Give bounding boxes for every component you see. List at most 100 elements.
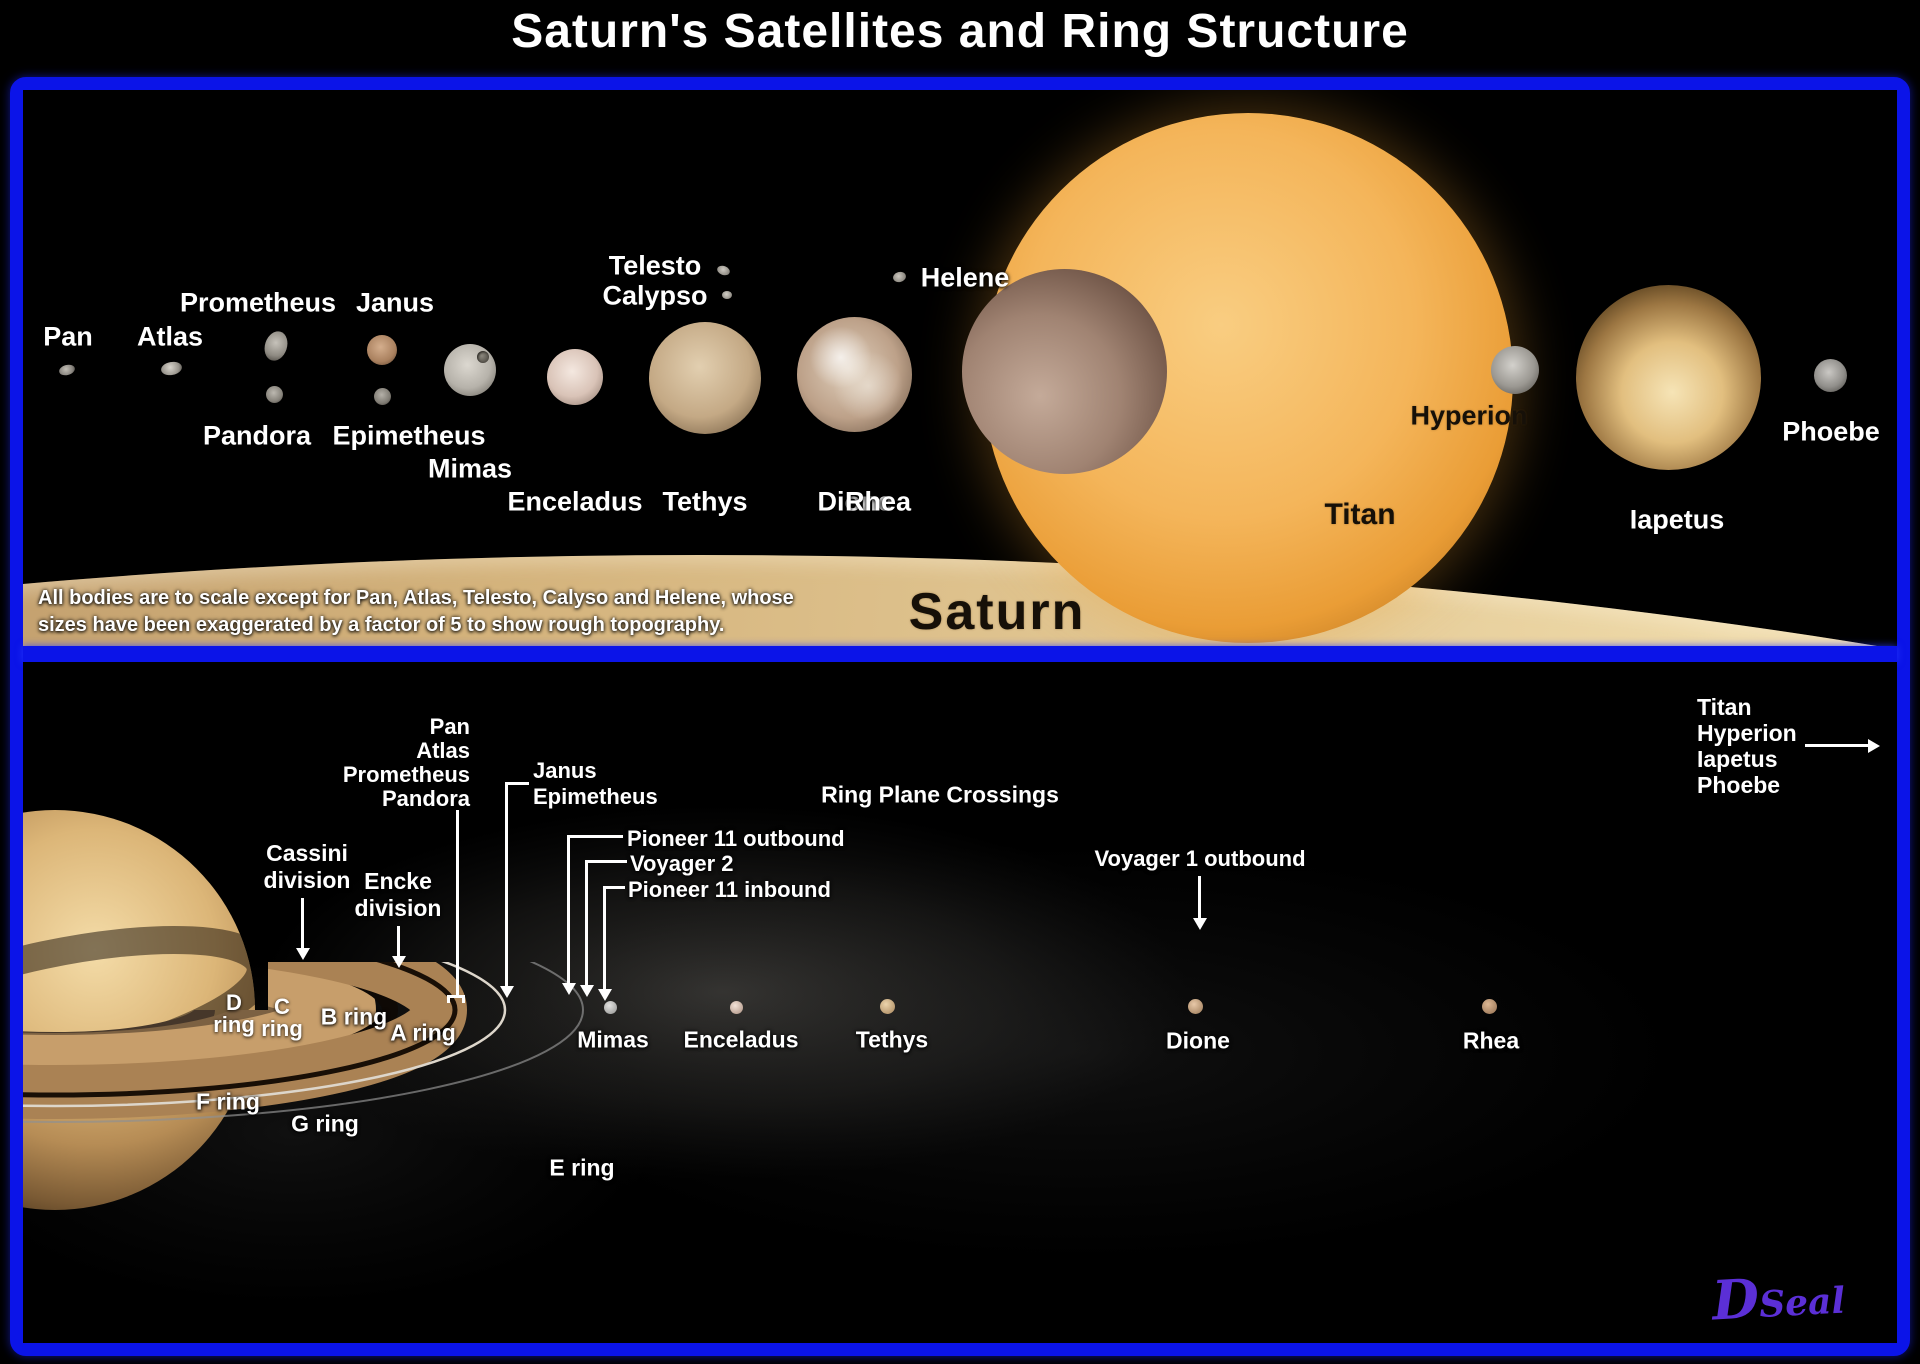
- voyager2-label: Voyager 2: [630, 851, 734, 876]
- marker-rhea-label: Rhea: [1462, 1027, 1520, 1054]
- label-line: Encke: [364, 868, 432, 894]
- label-prometheus: Prometheus: [179, 287, 337, 318]
- pioneer11-inbound-label: Pioneer 11 inbound: [628, 877, 831, 902]
- label-line: division: [354, 895, 442, 921]
- label-line: ring: [261, 1016, 303, 1041]
- moon-telesto: [715, 264, 732, 277]
- inner-moons-pointer-bracket: [447, 995, 465, 1003]
- mimas-crater-herschel: [477, 351, 489, 363]
- moon-pandora: [266, 386, 283, 403]
- stack-line: Titan: [1697, 694, 1752, 720]
- voyager2-line: [585, 860, 588, 987]
- label-atlas: Atlas: [136, 321, 204, 352]
- moon-hyperion: [1491, 346, 1539, 394]
- marker-dione: [1188, 999, 1203, 1014]
- label-pan: Pan: [43, 321, 93, 352]
- g-ring-label: G ring: [291, 1110, 359, 1137]
- marker-mimas: [604, 1001, 617, 1014]
- marker-mimas-label: Mimas: [577, 1026, 649, 1053]
- ring-arcs: [23, 962, 584, 1123]
- label-line: Cassini: [266, 840, 348, 866]
- g-ring-arc: [23, 962, 584, 1123]
- label-line: ring: [213, 1012, 255, 1037]
- pioneer11-outbound-elbow: [567, 835, 623, 838]
- marker-dione-label: Dione: [1166, 1027, 1230, 1054]
- outer-moons-stack: Titan Hyperion Iapetus Phoebe: [1697, 694, 1797, 798]
- b-ring-label: B ring: [320, 1003, 388, 1030]
- label-line: C: [274, 994, 290, 1019]
- stack-line: Atlas: [416, 738, 470, 763]
- label-janus: Janus: [355, 287, 435, 318]
- label-calypso: Calypso: [602, 280, 708, 311]
- moon-atlas: [160, 360, 183, 377]
- pioneer11-outbound-line: [567, 835, 570, 985]
- panel-divider: [23, 646, 1897, 662]
- encke-division-arc: [23, 962, 458, 1098]
- moon-pan: [57, 363, 77, 377]
- f-ring-arc: [23, 962, 507, 1108]
- pioneer11-outbound-arrowhead: [562, 983, 576, 995]
- ring-plane-crossings-heading: Ring Plane Crossings: [821, 781, 1059, 808]
- voyager1-arrowhead: [1193, 918, 1207, 930]
- stack-line: Epimetheus: [533, 784, 658, 809]
- artist-signature: DSeal: [1710, 1266, 1847, 1333]
- stack-line: Hyperion: [1697, 720, 1797, 746]
- marker-tethys-label: Tethys: [855, 1026, 929, 1053]
- moon-calypso: [722, 291, 732, 299]
- inner-moons-stack: Pan Atlas Prometheus Pandora: [270, 715, 470, 811]
- voyager2-elbow: [585, 860, 627, 863]
- cassini-arrow-line: [301, 898, 304, 950]
- satellites-panel: Pan Atlas Prometheus Janus Pandora Epime…: [23, 90, 1897, 646]
- label-line: division: [263, 867, 351, 893]
- f-ring-label: F ring: [196, 1088, 260, 1115]
- diagram-frame: Pan Atlas Prometheus Janus Pandora Epime…: [10, 77, 1910, 1356]
- label-iapetus: Iapetus: [1629, 504, 1725, 535]
- moon-phoebe: [1814, 359, 1847, 392]
- outer-moons-arrow-line: [1805, 744, 1869, 747]
- a-ring-label: A ring: [390, 1019, 456, 1046]
- moon-rhea: [962, 269, 1167, 474]
- inner-moons-pointer-line: [456, 810, 459, 995]
- coorbital-arrowhead: [500, 986, 514, 998]
- label-helene: Helene: [920, 262, 1010, 293]
- scale-note-line2: sizes have been exaggerated by a factor …: [38, 614, 725, 636]
- a-ring-arc: [23, 962, 467, 1119]
- moon-helene: [891, 270, 908, 284]
- stack-line: Prometheus: [342, 762, 470, 787]
- cassini-arrowhead: [296, 948, 310, 960]
- moon-tethys: [649, 322, 761, 434]
- cassini-division-label: Cassini division: [264, 840, 351, 894]
- page-title: Saturn's Satellites and Ring Structure: [511, 5, 1409, 58]
- encke-arrowhead: [392, 956, 406, 968]
- outer-moons-arrowhead: [1868, 739, 1880, 753]
- label-mimas: Mimas: [427, 453, 513, 484]
- voyager1-arrow-line: [1198, 876, 1201, 920]
- coorbital-arrow-line: [505, 782, 508, 988]
- stack-line: Phoebe: [1697, 772, 1781, 798]
- label-phoebe: Phoebe: [1782, 416, 1880, 447]
- encke-arrow-line: [397, 926, 400, 958]
- stack-line: Iapetus: [1697, 746, 1778, 772]
- coorbital-stack: Janus Epimetheus: [533, 758, 658, 810]
- moon-janus: [367, 335, 397, 365]
- moon-enceladus: [547, 349, 603, 405]
- marker-tethys: [880, 999, 895, 1014]
- marker-rhea: [1482, 999, 1497, 1014]
- stack-line: Pandora: [381, 786, 470, 811]
- pioneer11-outbound-label: Pioneer 11 outbound: [627, 826, 845, 851]
- label-enceladus: Enceladus: [507, 486, 643, 517]
- encke-division-label: Encke division: [355, 868, 442, 922]
- moon-mimas: [444, 344, 496, 396]
- moon-prometheus: [260, 328, 292, 364]
- d-ring-label: D ring: [213, 992, 255, 1036]
- label-rhea: Rhea: [844, 486, 912, 517]
- marker-enceladus: [730, 1001, 743, 1014]
- label-saturn-planet: Saturn: [908, 583, 1086, 641]
- moon-dione: [797, 317, 912, 432]
- label-tethys: Tethys: [662, 486, 748, 517]
- label-dione: Dione: [817, 486, 893, 517]
- pioneer11-inbound-line: [603, 886, 606, 991]
- stack-line: Janus: [533, 758, 597, 783]
- label-hyperion: Hyperion: [1410, 400, 1528, 431]
- pioneer11-inbound-elbow: [603, 886, 625, 889]
